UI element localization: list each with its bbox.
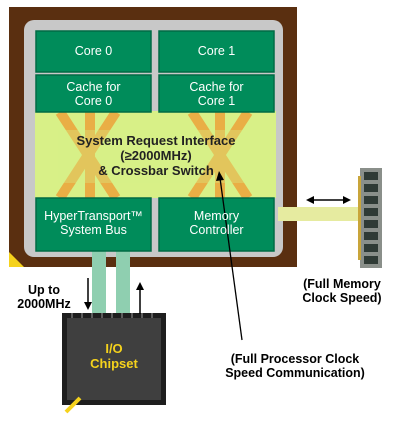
package-pin1-marker [9, 252, 24, 267]
memory-controller-block [158, 197, 275, 252]
ram-stick-icon [358, 168, 382, 268]
core0-block [35, 30, 152, 73]
ht-up-arrow [136, 282, 144, 314]
bidirectional-memory-arrow [306, 196, 351, 204]
cache1-block [158, 74, 275, 113]
crossbar-label-backdrop [58, 130, 250, 183]
crossbar-connectors [55, 109, 253, 201]
processor-clock-arrow [216, 171, 243, 341]
memory-bus [278, 207, 358, 221]
core1-block [158, 30, 275, 73]
cache0-block [35, 74, 152, 113]
core0-label: Core 0 [74, 44, 113, 58]
ht-link-right [116, 250, 130, 333]
hypertransport-block [35, 197, 152, 252]
ht-link-left [92, 250, 106, 333]
chip-icon [62, 313, 166, 414]
crossbar-label: System Request Interface (≥2000MHz) & Cr… [76, 133, 236, 178]
core1-label: Core 1 [197, 44, 236, 58]
ht-down-arrow [84, 278, 92, 310]
